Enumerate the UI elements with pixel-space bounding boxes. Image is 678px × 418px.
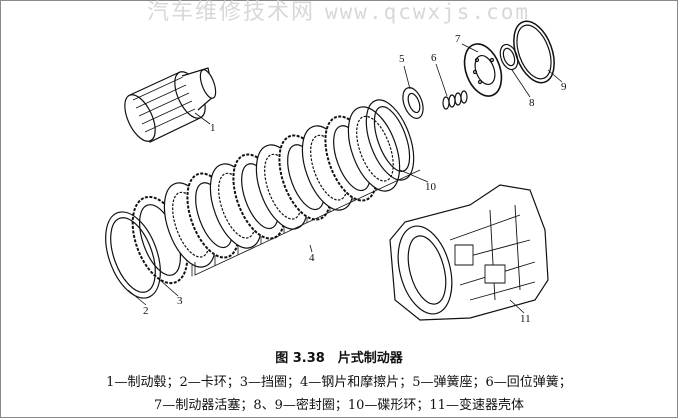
seal-ring-9	[513, 20, 555, 84]
leader-lines	[127, 43, 563, 314]
label-4: 4	[309, 252, 315, 264]
label-8: 8	[529, 97, 535, 109]
brake-hub	[124, 67, 217, 143]
return-spring	[442, 90, 468, 110]
clutch-plates	[163, 106, 401, 277]
label-9: 9	[561, 81, 567, 93]
label-11: 11	[520, 313, 531, 325]
label-1: 1	[210, 122, 216, 134]
disc-spring	[365, 99, 415, 181]
label-7: 7	[455, 33, 461, 45]
figure-legend-line-1: 1—制动毂；2—卡环；3—挡圈；4—钢片和摩擦片；5—弹簧座；6—回位弹簧；	[106, 375, 572, 390]
label-2: 2	[143, 305, 149, 317]
leader-4-bracket	[194, 169, 421, 276]
watermark-url: www.qcwxjs.com	[325, 0, 531, 24]
brake-piston	[463, 43, 503, 97]
figure-title: 图 3.38 片式制动器	[275, 351, 403, 366]
label-6: 6	[431, 52, 437, 64]
snap-ring	[105, 211, 161, 299]
watermark: 汽车维修技术网 www.qcwxjs.com	[147, 1, 530, 25]
figure-legend-line-2: 7—制动器活塞；8、9—密封圈；10—碟形环；11—变速器壳体	[154, 398, 524, 413]
brake-exploded-diagram: 1 2 3 4 5 6 7 8 9 10 11	[105, 20, 567, 325]
label-3: 3	[177, 295, 183, 307]
transmission-housing	[389, 184, 549, 321]
steel-plate	[347, 106, 401, 192]
label-5: 5	[399, 53, 405, 65]
spring-seat	[402, 87, 424, 119]
label-10: 10	[425, 181, 437, 193]
watermark-text: 汽车维修技术网	[147, 0, 316, 25]
